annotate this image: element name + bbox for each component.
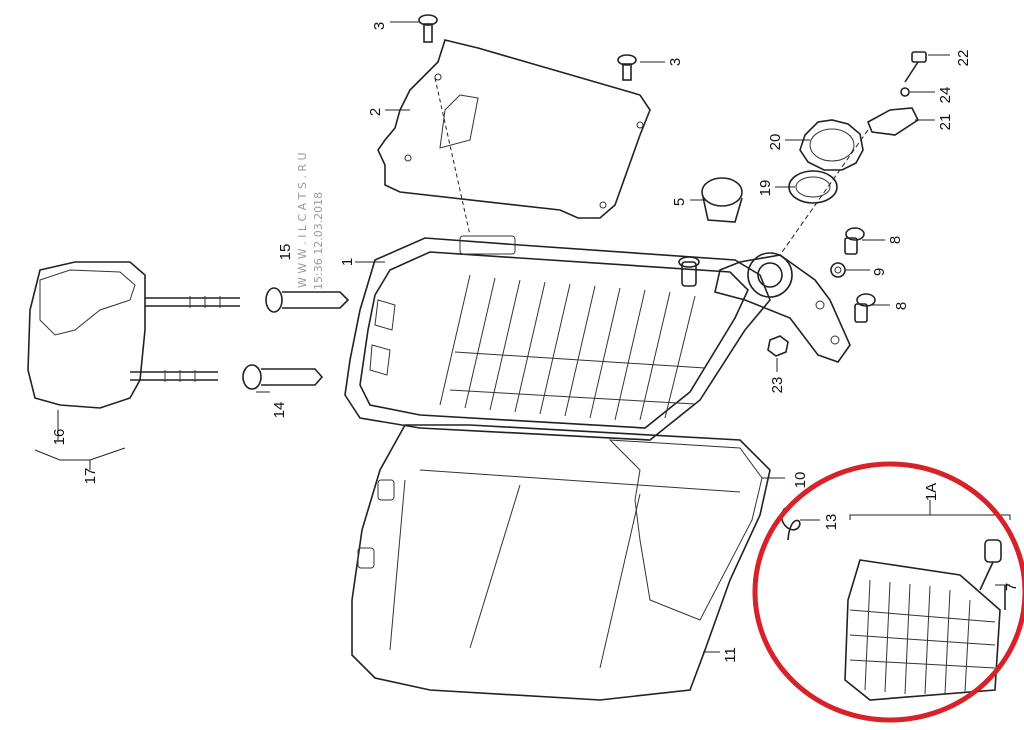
callout-1a: 1A	[923, 483, 940, 501]
bolt-8-lower	[854, 293, 876, 323]
bolt-8-upper	[844, 227, 865, 255]
ring-washer	[788, 170, 838, 204]
lumbar-grid	[844, 559, 1001, 701]
callout-19: 19	[757, 180, 774, 197]
callout-15: 15	[277, 244, 294, 261]
callout-1: 1	[339, 258, 356, 266]
lumbar-knob	[979, 539, 1006, 610]
callout-21: 21	[937, 114, 954, 131]
callout-8-upper: 8	[887, 236, 904, 244]
adjuster-pin	[678, 256, 700, 287]
headrest-post-upper	[145, 296, 240, 308]
callout-24: 24	[937, 87, 954, 104]
headrest	[27, 261, 240, 409]
detail-lumbar-support	[844, 500, 1011, 701]
callout-8-lower: 8	[893, 302, 910, 310]
headrest-post-lower	[130, 370, 218, 382]
callout-3-right: 3	[667, 58, 684, 66]
leader-lines	[57, 21, 1010, 653]
screw-upper-right	[617, 54, 637, 81]
callout-23: 23	[769, 377, 786, 394]
callout-10: 10	[792, 472, 809, 489]
callout-7: 7	[1003, 583, 1020, 591]
group-bracket-17	[34, 447, 126, 470]
callout-22: 22	[955, 50, 972, 67]
seat-back-frame	[344, 235, 771, 441]
adjuster-knob	[701, 177, 743, 223]
watermark-timestamp: 15:36 12.03.2018	[312, 192, 325, 290]
small-washer	[900, 87, 910, 97]
bracket-clip	[866, 107, 920, 136]
lock-nut	[830, 262, 846, 278]
frame-slats	[439, 274, 706, 421]
callout-17: 17	[82, 468, 99, 485]
callout-11: 11	[722, 647, 739, 663]
callout-13: 13	[823, 514, 840, 531]
callout-5: 5	[671, 198, 688, 206]
callout-3-left: 3	[371, 22, 388, 30]
hand-wheel	[799, 119, 864, 171]
callout-20: 20	[767, 134, 784, 151]
callout-14: 14	[271, 402, 288, 419]
callout-labels: 3 3 2 1 5 20 19 22 24 21 8 9 8 23 10 13 …	[51, 22, 1020, 663]
headrest-guide-upper	[265, 287, 350, 313]
back-panel	[377, 39, 651, 236]
callout-16: 16	[51, 429, 68, 446]
backrest-cover	[351, 424, 771, 701]
bolt-top	[904, 51, 927, 83]
callout-9: 9	[871, 268, 888, 276]
screw-upper-left	[418, 14, 438, 43]
highlight-circle	[752, 461, 1024, 723]
watermark-site: W W W . I L C A T S . R U	[296, 152, 309, 288]
headrest-guide-lower	[242, 364, 324, 390]
hex-nut	[767, 335, 789, 357]
callout-2: 2	[367, 108, 384, 116]
recliner-bracket	[714, 252, 851, 363]
